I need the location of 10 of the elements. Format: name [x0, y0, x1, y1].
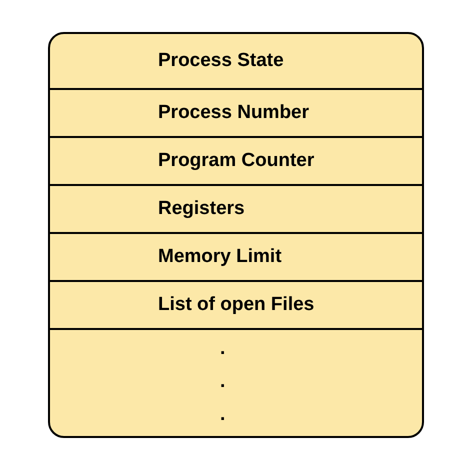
ellipsis-dot: .: [220, 370, 226, 394]
row-label: Memory Limit: [158, 245, 282, 269]
row-label: List of open Files: [158, 293, 314, 317]
row-label: Process State: [158, 49, 284, 73]
row-label: Registers: [158, 197, 245, 221]
row-label: Process Number: [158, 101, 310, 125]
table-frame: [48, 32, 424, 438]
ellipsis-dot: .: [220, 336, 226, 361]
row-label: Program Counter: [158, 149, 314, 173]
ellipsis-dot: .: [220, 403, 226, 428]
